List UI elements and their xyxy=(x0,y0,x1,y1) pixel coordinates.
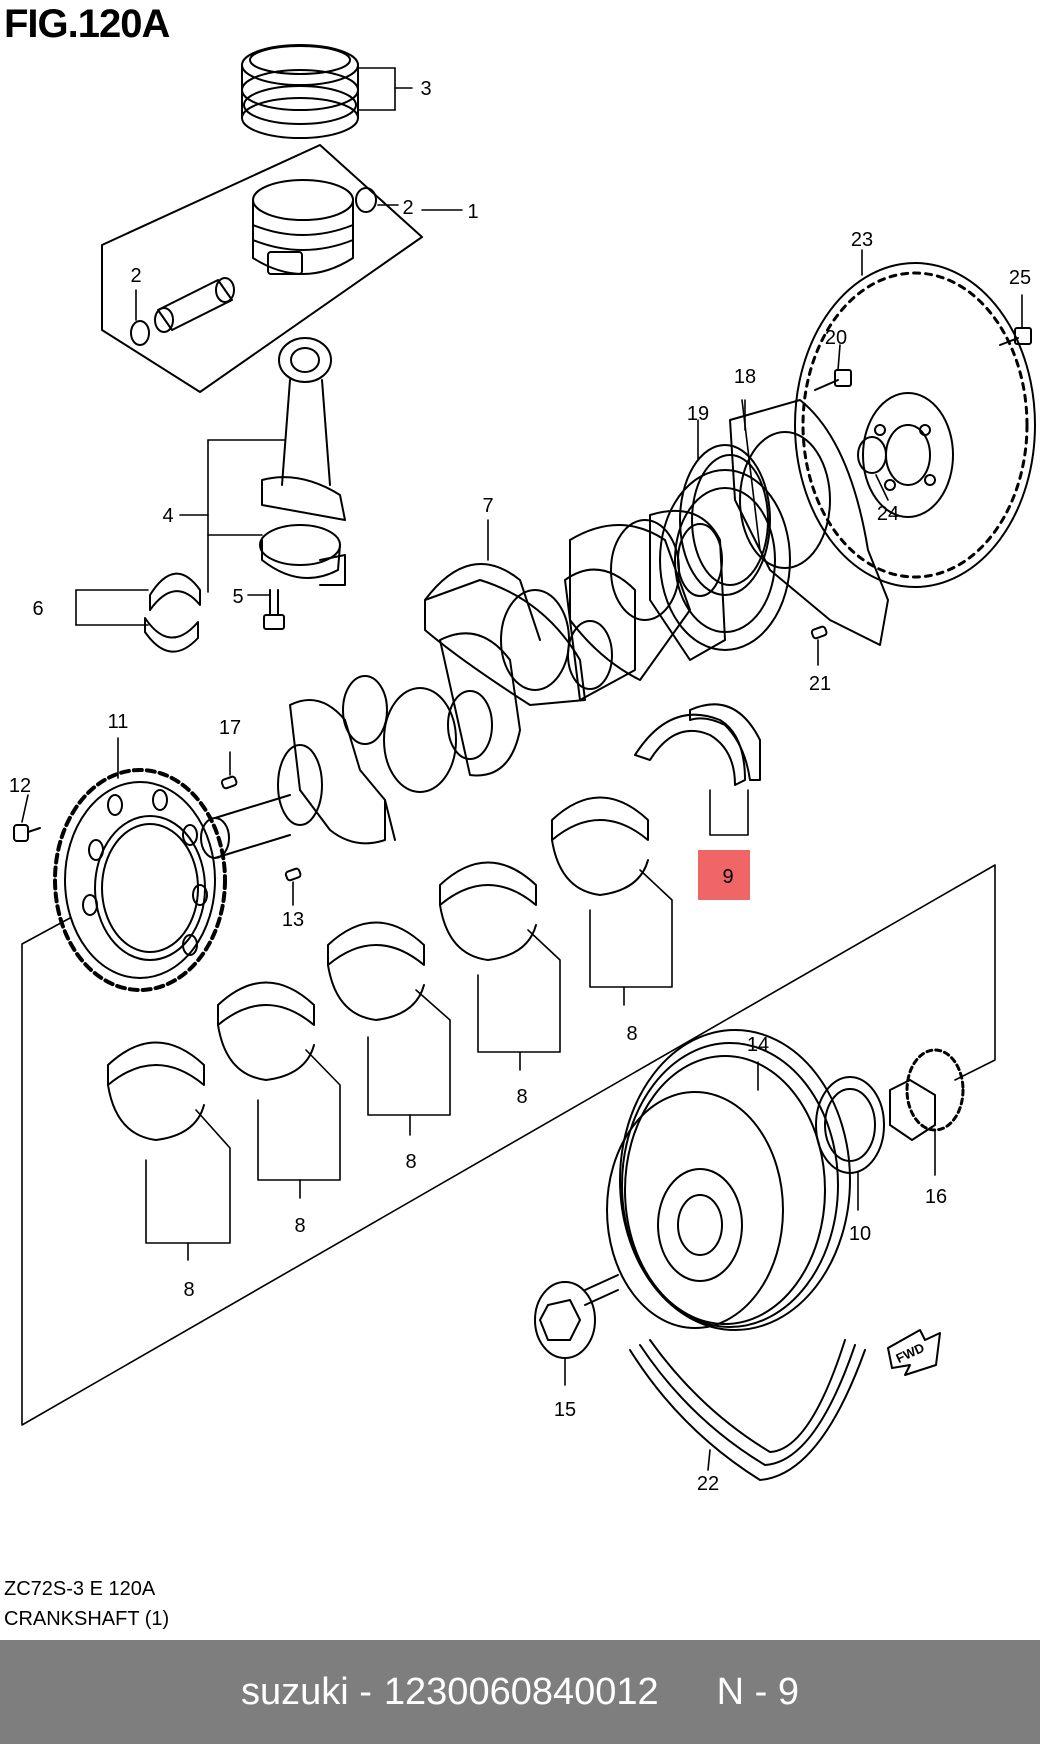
snap-ring-top xyxy=(355,187,377,213)
piston-group-box xyxy=(101,144,423,393)
flywheel-spacer-24 xyxy=(857,436,887,474)
crank-pulley xyxy=(606,1029,851,1331)
footer-bar: suzuki - 1230060840012 N - 9 xyxy=(0,1640,1040,1744)
callout-25: 25 xyxy=(1009,267,1031,289)
crank-sensor-rotor xyxy=(53,768,227,992)
callout-17: 17 xyxy=(219,717,241,739)
callout-7: 7 xyxy=(482,495,493,517)
callout-8: 8 xyxy=(516,1086,527,1108)
callout-bracket-9 xyxy=(709,789,749,836)
thrust-bearing xyxy=(634,703,761,786)
callout-6: 6 xyxy=(32,598,43,620)
callout-13: 13 xyxy=(282,909,304,931)
flywheel-bolt-20 xyxy=(814,369,852,391)
timing-sprocket xyxy=(889,1048,965,1141)
rotor-screw xyxy=(13,824,41,842)
callout-23: 23 xyxy=(851,229,873,251)
callout-8: 8 xyxy=(626,1023,637,1045)
oil-seal-housing xyxy=(729,399,889,646)
figure-title: FIG.120A xyxy=(4,2,170,46)
callout-2: 2 xyxy=(130,265,141,287)
callout-8: 8 xyxy=(294,1215,305,1237)
callout-labels: 1 2 2 3 4 5 6 7 8 8 8 8 8 9 10 11 12 13 … xyxy=(9,78,1031,1495)
callout-22: 22 xyxy=(697,1473,719,1495)
callout-18: 18 xyxy=(734,366,756,388)
callout-12: 12 xyxy=(9,775,31,797)
assembly-frame xyxy=(21,864,996,1426)
brand-label: suzuki - xyxy=(240,1670,372,1713)
pulley-bolt xyxy=(534,1274,619,1359)
callout-20: 20 xyxy=(825,327,847,349)
callout-19: 19 xyxy=(687,403,709,425)
callout-11: 11 xyxy=(108,711,129,733)
callout-8: 8 xyxy=(405,1151,416,1173)
crankshaft xyxy=(200,469,791,859)
callout-brackets-8 xyxy=(145,869,673,1261)
figure-name: CRANKSHAFT (1) xyxy=(4,1608,170,1630)
leader-lines xyxy=(21,67,1023,1471)
callout-15: 15 xyxy=(554,1399,576,1421)
pin-21 xyxy=(810,625,828,640)
highlight-box-9 xyxy=(698,850,750,900)
front-oil-seal xyxy=(815,1076,885,1174)
piston-pin xyxy=(154,277,235,333)
piston xyxy=(252,179,354,275)
fwd-arrow: FWD xyxy=(887,1329,941,1376)
callout-16: 16 xyxy=(925,1186,947,1208)
connecting-rod-bolt xyxy=(263,589,285,630)
part-number: 1230060840012 xyxy=(383,1670,659,1713)
callout-3: 3 xyxy=(420,78,431,100)
callout-10: 10 xyxy=(849,1223,871,1245)
callout-9: 9 xyxy=(722,866,733,888)
callout-8: 8 xyxy=(183,1279,194,1301)
crankshaft-exploded-diagram: FWD xyxy=(9,44,1036,1495)
figure-code: ZC72S-3 E 120A xyxy=(4,1578,156,1600)
conrod-bearing xyxy=(144,572,201,653)
callout-24: 24 xyxy=(877,503,899,525)
connecting-rod xyxy=(259,337,346,586)
callout-14: 14 xyxy=(747,1034,769,1056)
snap-ring-left xyxy=(130,320,150,346)
pin-17 xyxy=(220,775,238,790)
page-reference: N - 9 xyxy=(716,1670,800,1713)
main-bearing-shells xyxy=(107,796,649,1141)
v-belt xyxy=(629,1339,866,1481)
callout-5: 5 xyxy=(232,586,243,608)
rear-oil-seal xyxy=(679,444,771,596)
flywheel-bolt-25 xyxy=(999,327,1032,346)
callout-1: 1 xyxy=(467,201,478,223)
piston-rings xyxy=(241,44,359,139)
callout-21: 21 xyxy=(809,673,831,695)
pin-13 xyxy=(284,867,302,882)
flywheel xyxy=(794,262,1036,588)
callout-2: 2 xyxy=(402,197,413,219)
fwd-label: FWD xyxy=(894,1340,927,1366)
callout-4: 4 xyxy=(162,505,173,527)
